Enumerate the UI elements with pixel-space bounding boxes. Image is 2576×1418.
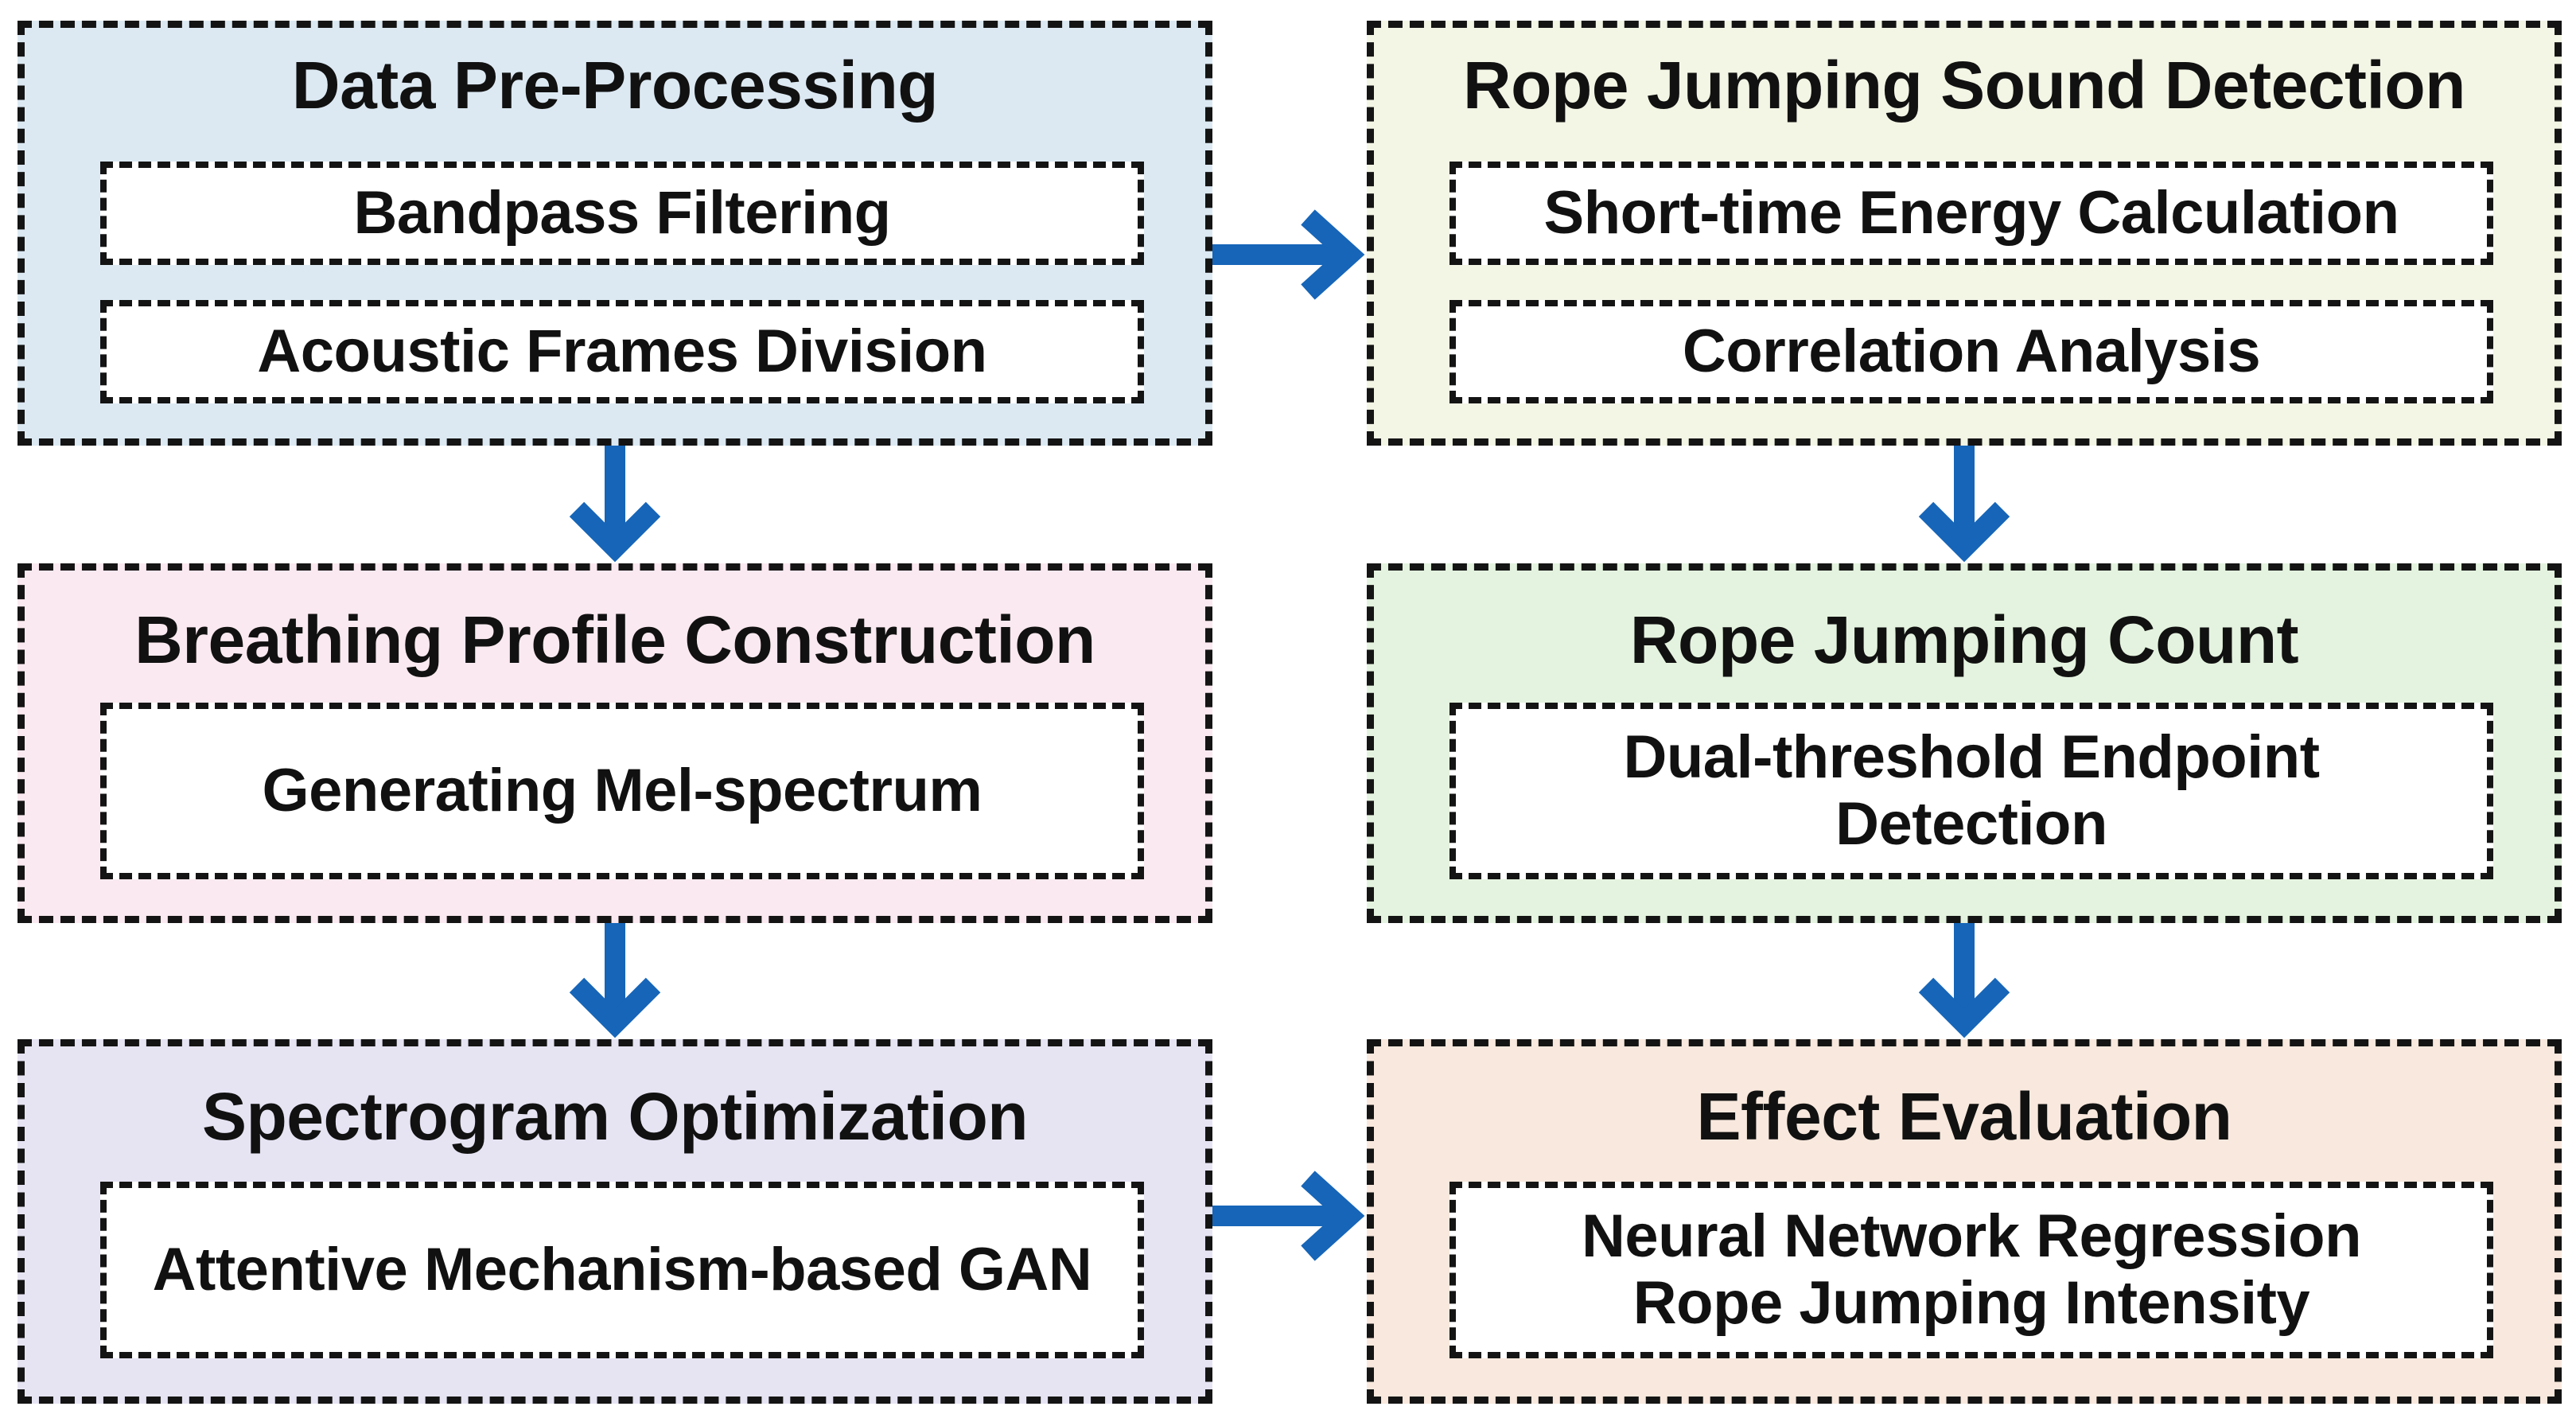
acoustic-frames-division-label: Acoustic Frames Division <box>257 317 987 386</box>
attentive-gan-label: Attentive Mechanism-based GAN <box>152 1236 1092 1304</box>
arrow-right-top-icon <box>1212 209 1365 300</box>
arrow-down-left-1-icon <box>569 446 661 563</box>
correlation-analysis-label: Correlation Analysis <box>1682 317 2261 386</box>
dual-threshold-label-line-1: Dual-threshold Endpoint <box>1623 723 2320 792</box>
short-time-energy-label: Short-time Energy Calculation <box>1543 179 2400 247</box>
neural-network-regression-label-line-1: Neural Network Regression <box>1581 1202 2362 1271</box>
neural-network-regression-label-line-2: Rope Jumping Intensity <box>1632 1269 2310 1337</box>
bandpass-filtering-label: Bandpass Filtering <box>353 179 891 247</box>
sound-detection-title: Rope Jumping Sound Detection <box>1463 48 2466 123</box>
arrow-down-left-2-icon <box>569 923 661 1038</box>
correlation-analysis-step: Correlation Analysis <box>1449 300 2493 403</box>
breathing-profile-box: Breathing Profile Construction Generatin… <box>18 563 1212 923</box>
breathing-profile-title: Breathing Profile Construction <box>134 602 1095 677</box>
mel-spectrum-step: Generating Mel-spectrum <box>100 703 1144 879</box>
arrow-right-bottom-icon <box>1212 1171 1365 1261</box>
spectrogram-optimization-title: Spectrogram Optimization <box>201 1079 1029 1154</box>
rope-jumping-count-title: Rope Jumping Count <box>1629 602 2299 677</box>
data-preprocessing-box: Data Pre-Processing Bandpass Filtering A… <box>18 21 1212 446</box>
attentive-gan-step: Attentive Mechanism-based GAN <box>100 1182 1144 1358</box>
acoustic-frames-division-step: Acoustic Frames Division <box>100 300 1144 403</box>
short-time-energy-step: Short-time Energy Calculation <box>1449 162 2493 265</box>
bandpass-filtering-step: Bandpass Filtering <box>100 162 1144 265</box>
dual-threshold-step: Dual-threshold Endpoint Detection <box>1449 703 2493 879</box>
data-preprocessing-title: Data Pre-Processing <box>291 48 939 123</box>
rope-jumping-count-box: Rope Jumping Count Dual-threshold Endpoi… <box>1367 563 2562 923</box>
effect-evaluation-box: Effect Evaluation Neural Network Regress… <box>1367 1039 2562 1404</box>
sound-detection-box: Rope Jumping Sound Detection Short-time … <box>1367 21 2562 446</box>
neural-network-regression-step: Neural Network Regression Rope Jumping I… <box>1449 1182 2493 1358</box>
spectrogram-optimization-box: Spectrogram Optimization Attentive Mecha… <box>18 1039 1212 1404</box>
mel-spectrum-label: Generating Mel-spectrum <box>262 757 983 825</box>
arrow-down-right-1-icon <box>1918 446 2010 563</box>
dual-threshold-label-line-2: Detection <box>1835 790 2107 858</box>
arrow-down-right-2-icon <box>1918 923 2010 1038</box>
effect-evaluation-title: Effect Evaluation <box>1696 1079 2232 1154</box>
